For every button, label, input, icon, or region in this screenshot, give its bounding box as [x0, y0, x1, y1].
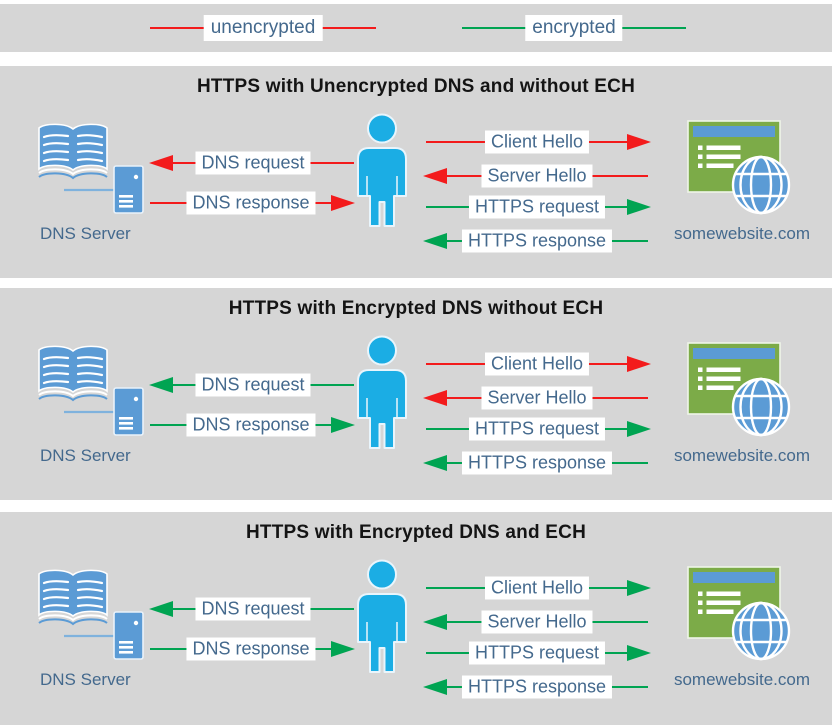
- arrowhead-right-icon: [627, 356, 651, 372]
- legend-bar: unencrypted encrypted: [0, 4, 832, 52]
- message-label: Server Hello: [481, 386, 593, 410]
- message-client-hello: Client Hello: [424, 351, 651, 377]
- user-person-icon: [357, 559, 407, 673]
- message-label: DNS request: [195, 151, 311, 175]
- arrowhead-right-icon: [331, 641, 355, 657]
- message-client-hello: Client Hello: [424, 129, 651, 155]
- panel-encrypted-dns-and-ech: HTTPS with Encrypted DNS and ECH DNS Ser…: [0, 512, 832, 725]
- message-server-hello: Server Hello: [423, 385, 650, 411]
- arrowhead-right-icon: [627, 199, 651, 215]
- dns-server-icon: [38, 345, 144, 436]
- arrowhead-left-icon: [149, 155, 173, 171]
- arrowhead-left-icon: [423, 168, 447, 184]
- message-label: HTTPS request: [468, 417, 606, 441]
- website-label: somewebsite.com: [673, 224, 811, 243]
- message-dns-request: DNS request: [149, 150, 356, 176]
- arrowhead-left-icon: [423, 233, 447, 249]
- message-dns-request: DNS request: [149, 372, 356, 398]
- arrowhead-right-icon: [627, 421, 651, 437]
- message-dns-response: DNS response: [148, 636, 355, 662]
- dns-server-label: DNS Server: [40, 670, 131, 689]
- message-https-request: HTTPS request: [424, 640, 651, 666]
- arrowhead-left-icon: [423, 455, 447, 471]
- panel-encrypted-dns-no-ech: HTTPS with Encrypted DNS without ECH DNS…: [0, 288, 832, 500]
- message-client-hello: Client Hello: [424, 575, 651, 601]
- panel-title: HTTPS with Unencrypted DNS and without E…: [196, 76, 635, 97]
- website-label: somewebsite.com: [673, 446, 811, 465]
- message-label: HTTPS response: [461, 229, 613, 253]
- dns-server-icon: [38, 569, 144, 660]
- message-label: Client Hello: [484, 352, 590, 376]
- arrowhead-right-icon: [331, 417, 355, 433]
- dns-server-label: DNS Server: [40, 224, 131, 243]
- message-https-response: HTTPS response: [423, 228, 650, 254]
- message-https-request: HTTPS request: [424, 416, 651, 442]
- user-person-icon: [357, 113, 407, 227]
- user-person-icon: [357, 335, 407, 449]
- panel-title: HTTPS with Encrypted DNS and ECH: [246, 522, 586, 543]
- message-dns-response: DNS response: [148, 412, 355, 438]
- message-label: DNS response: [186, 191, 316, 215]
- arrowhead-right-icon: [627, 134, 651, 150]
- message-server-hello: Server Hello: [423, 609, 650, 635]
- arrowhead-left-icon: [149, 601, 173, 617]
- website-label: somewebsite.com: [673, 670, 811, 689]
- legend-label-encrypted: encrypted: [525, 15, 623, 41]
- message-https-response: HTTPS response: [423, 674, 650, 700]
- arrowhead-left-icon: [423, 679, 447, 695]
- message-dns-request: DNS request: [149, 596, 356, 622]
- legend-label-unencrypted: unencrypted: [203, 15, 323, 41]
- arrowhead-right-icon: [627, 645, 651, 661]
- message-label: Client Hello: [484, 130, 590, 154]
- message-label: DNS request: [195, 597, 311, 621]
- legend-item-unencrypted: unencrypted: [148, 13, 378, 43]
- message-https-request: HTTPS request: [424, 194, 651, 220]
- message-label: DNS response: [186, 637, 316, 661]
- arrowhead-right-icon: [627, 580, 651, 596]
- message-dns-response: DNS response: [148, 190, 355, 216]
- message-label: HTTPS request: [468, 641, 606, 665]
- arrowhead-left-icon: [149, 377, 173, 393]
- legend-item-encrypted: encrypted: [460, 13, 688, 43]
- message-https-response: HTTPS response: [423, 450, 650, 476]
- website-icon: [687, 566, 791, 661]
- panel-title: HTTPS with Encrypted DNS without ECH: [228, 298, 604, 319]
- website-icon: [687, 120, 791, 215]
- message-server-hello: Server Hello: [423, 163, 650, 189]
- message-label: Client Hello: [484, 576, 590, 600]
- arrowhead-right-icon: [331, 195, 355, 211]
- panel-unencrypted-dns-no-ech: HTTPS with Unencrypted DNS and without E…: [0, 66, 832, 278]
- message-label: Server Hello: [481, 610, 593, 634]
- message-label: HTTPS response: [461, 675, 613, 699]
- arrowhead-left-icon: [423, 614, 447, 630]
- dns-server-label: DNS Server: [40, 446, 131, 465]
- website-icon: [687, 342, 791, 437]
- message-label: Server Hello: [481, 164, 593, 188]
- message-label: DNS request: [195, 373, 311, 397]
- arrowhead-left-icon: [423, 390, 447, 406]
- dns-server-icon: [38, 123, 144, 214]
- message-label: HTTPS request: [468, 195, 606, 219]
- message-label: HTTPS response: [461, 451, 613, 475]
- message-label: DNS response: [186, 413, 316, 437]
